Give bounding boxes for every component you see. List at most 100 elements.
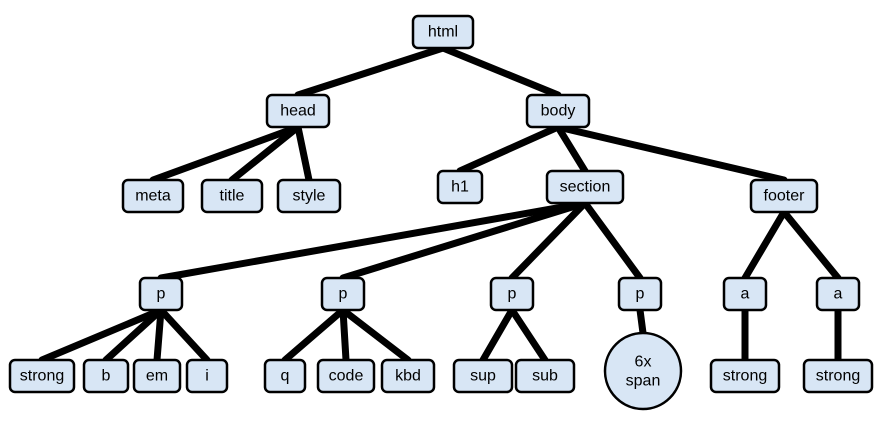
edge-p2-q [281, 306, 347, 364]
edge-p4-span [636, 306, 647, 337]
node-p2: p [320, 276, 366, 312]
edge-section-p1 [157, 199, 589, 282]
node-html: html [411, 14, 475, 50]
node-shape [263, 358, 307, 394]
node-shape [265, 93, 331, 129]
node-shape [603, 331, 683, 411]
node-label: strong [723, 368, 767, 385]
node-shape [380, 358, 436, 394]
node-shape [316, 358, 376, 394]
edges-layer [38, 44, 842, 364]
edge-body-h1 [456, 123, 562, 175]
node-q: q [263, 358, 307, 394]
node-title: title [200, 178, 264, 214]
node-shape [617, 276, 663, 312]
node-label: html [428, 24, 458, 41]
edge-p1-strong1 [38, 306, 165, 364]
edge-p3-sub [508, 306, 549, 364]
node-label: 6x [635, 354, 652, 371]
edge-p1-b [102, 306, 165, 364]
node-shape [411, 14, 475, 50]
node-label: b [102, 368, 111, 385]
node-shape [709, 358, 781, 394]
node-label: p [636, 286, 645, 303]
node-label: sub [532, 368, 558, 385]
edge-p1-em [153, 306, 165, 364]
node-shape [802, 358, 874, 394]
node-shape [200, 178, 264, 214]
node-label: p [339, 286, 348, 303]
node-shape [8, 358, 76, 394]
node-footer: footer [749, 178, 819, 214]
node-shape [132, 358, 182, 394]
node-shape [320, 276, 366, 312]
node-strong1: strong [8, 358, 76, 394]
node-label: h1 [451, 179, 469, 196]
node-a2: a [815, 276, 861, 312]
node-kbd: kbd [380, 358, 436, 394]
node-span: 6x span [603, 331, 683, 411]
node-label: code [329, 368, 364, 385]
edge-p3-sup [479, 306, 516, 364]
node-label: p [508, 286, 517, 303]
node-label: footer [764, 188, 806, 205]
node-body: body [525, 93, 591, 129]
node-p1: p [138, 276, 184, 312]
node-shape [815, 276, 861, 312]
node-shape [545, 169, 625, 205]
node-em: em [132, 358, 182, 394]
edge-section-p2 [339, 199, 589, 282]
node-label: em [146, 368, 168, 385]
edge-head-style [294, 123, 313, 184]
node-label: meta [135, 188, 171, 205]
node-meta: meta [121, 178, 185, 214]
node-sup: sup [452, 358, 514, 394]
edge-p1-i [157, 306, 211, 364]
node-shape [436, 169, 484, 205]
edge-p2-kbd [339, 306, 412, 364]
edge-head-title [228, 123, 302, 184]
node-shape [489, 276, 535, 312]
node-shape [121, 178, 185, 214]
node-strong3: strong [802, 358, 874, 394]
node-style: style [276, 178, 342, 214]
node-label: a [834, 286, 843, 303]
node-code: code [316, 358, 376, 394]
node-shape [82, 358, 130, 394]
node-label: title [220, 188, 245, 205]
node-label: strong [816, 368, 860, 385]
edge-section-p4 [581, 199, 644, 282]
node-label: i [205, 368, 209, 385]
node-shape [185, 358, 229, 394]
node-b: b [82, 358, 130, 394]
node-p4: p [617, 276, 663, 312]
edge-footer-a1 [741, 208, 788, 282]
edge-footer-a2 [780, 208, 842, 282]
edge-body-section [554, 123, 589, 175]
node-label: style [293, 188, 326, 205]
node-label: q [281, 368, 290, 385]
node-shape [749, 178, 819, 214]
node-shape [525, 93, 591, 129]
node-h1: h1 [436, 169, 484, 205]
node-label: kbd [395, 368, 421, 385]
node-shape [722, 276, 768, 312]
node-strong2: strong [709, 358, 781, 394]
node-sub: sub [514, 358, 576, 394]
node-label: a [741, 286, 750, 303]
node-label: strong [20, 368, 64, 385]
node-label: body [541, 103, 576, 120]
node-shape [452, 358, 514, 394]
node-label: sup [470, 368, 496, 385]
node-label-secondary: span [626, 373, 661, 390]
node-shape [138, 276, 184, 312]
edge-head-meta [149, 123, 302, 184]
node-shape [514, 358, 576, 394]
edge-html-body [439, 44, 562, 99]
node-head: head [265, 93, 331, 129]
node-label: p [157, 286, 166, 303]
edge-html-head [294, 44, 447, 99]
edge-body-footer [554, 123, 788, 184]
